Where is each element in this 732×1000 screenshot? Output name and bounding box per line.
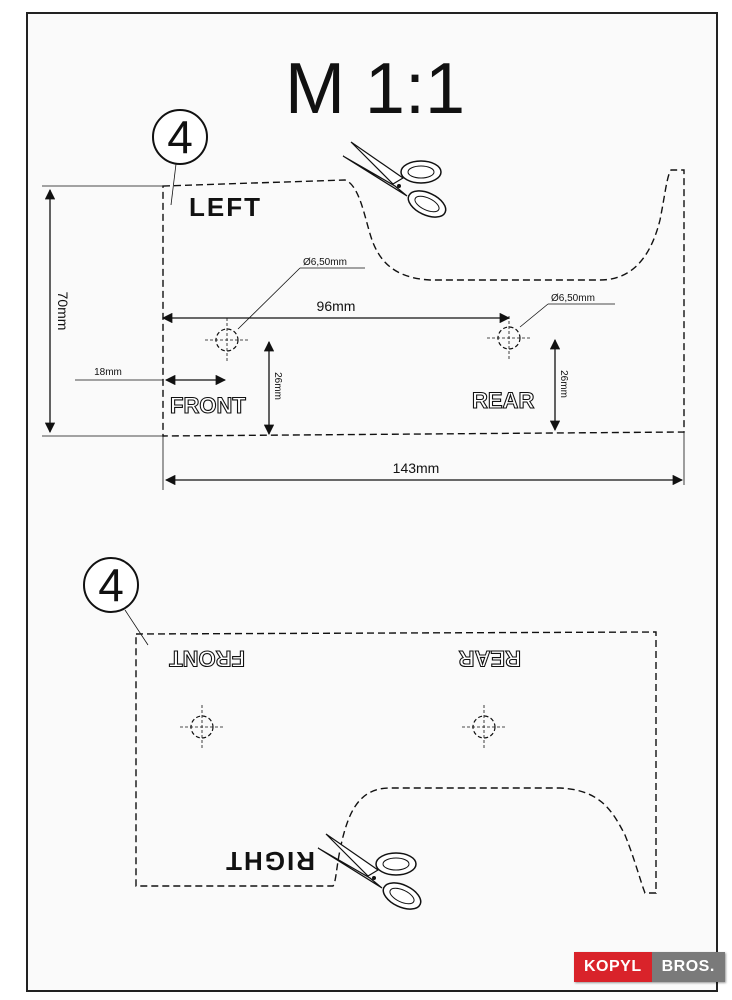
hole-spacing-value: 96mm [317,298,356,314]
rear-hole-height-value: 26mm [558,370,569,398]
brand-logo: KOPYL BROS. [574,952,725,982]
part-number-left: 4 [167,111,193,163]
front-hole-height-value: 26mm [272,372,283,400]
rear-hole-diameter: Ø6,50mm [551,293,595,304]
front-hole-diameter: Ø6,50mm [303,257,347,268]
height-value: 70mm [55,292,71,331]
part-number-circle-right [83,557,139,613]
part-leader [170,163,177,206]
left-template: 4 LEFT Ø6,50mm Ø6,50mm 96mm 70mm 18mm 26… [42,109,685,490]
rear-label-right: REAR [459,646,521,671]
brand-name-part1: KOPYL [574,952,652,982]
rear-label: REAR [472,388,534,413]
part-number-circle [152,109,208,165]
right-template: 4 FRONT REAR RIGHT [83,557,657,916]
cut-line-left [162,169,685,437]
front-hole-leader [237,267,301,330]
cut-line-right [135,631,657,894]
rear-hole [486,315,532,361]
scale-title: M 1:1 [285,49,465,129]
part-number-right: 4 [98,559,124,611]
page-frame [26,12,718,992]
front-label-right: FRONT [169,646,245,671]
rear-hole-leader [519,303,549,328]
side-label-left: LEFT [189,192,262,222]
total-length-value: 143mm [393,460,440,476]
front-offset-value: 18mm [94,367,122,378]
scissors-icon [317,833,426,916]
side-label-right: RIGHT [224,846,315,876]
front-label: FRONT [170,393,246,418]
front-hole-right [179,704,225,750]
rear-hole-right [461,704,507,750]
brand-name-part2: BROS. [651,952,725,982]
scissors-icon [342,141,451,224]
